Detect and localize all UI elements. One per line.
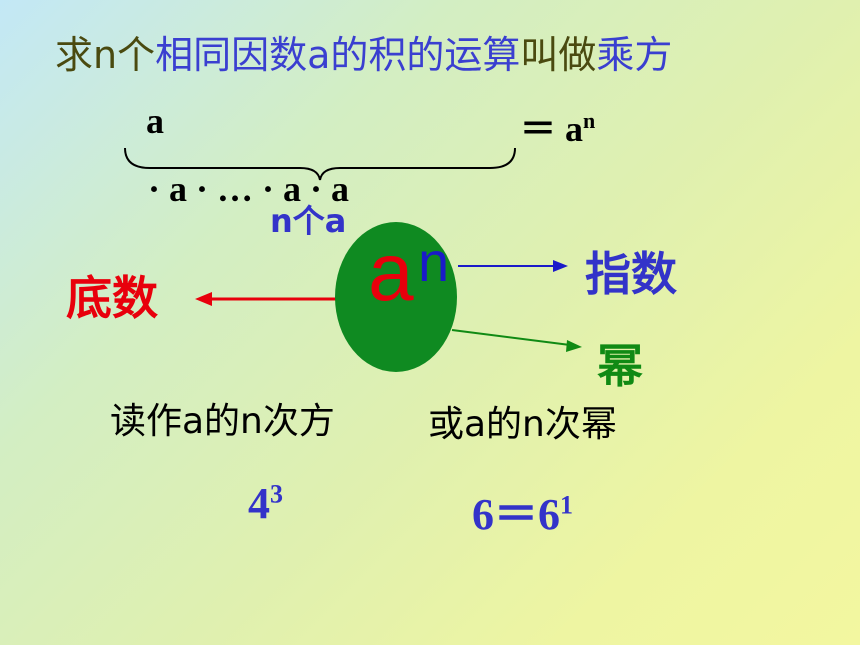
example-1-exp: 3 bbox=[270, 479, 283, 509]
example-2-exp: 1 bbox=[560, 490, 573, 520]
formula-product: · a · … · a · a bbox=[148, 169, 350, 209]
label-exponent: 指数 bbox=[585, 247, 677, 301]
power-circle bbox=[335, 222, 457, 372]
power-base: a bbox=[368, 227, 414, 318]
formula-result-base: a bbox=[565, 109, 584, 149]
formula-top-a: a bbox=[146, 101, 164, 141]
reading-2: 或a的n次幂 bbox=[428, 404, 617, 445]
formula-result: ＝ an bbox=[520, 100, 595, 152]
label-base: 底数 bbox=[66, 271, 158, 325]
example-2: 6＝61 bbox=[472, 478, 573, 542]
example-2-left: 6＝6 bbox=[472, 490, 560, 539]
title-part3: 叫做 bbox=[520, 33, 597, 77]
label-power: 幂 bbox=[597, 339, 643, 393]
power-exponent: n bbox=[418, 230, 450, 293]
title-part4: 乘方 bbox=[596, 33, 673, 77]
arrow-power-line bbox=[451, 329, 571, 346]
title-part2: 相同因数a的积的运算 bbox=[155, 33, 521, 77]
arrow-power-head bbox=[566, 340, 582, 352]
example-1-base: 4 bbox=[248, 479, 270, 528]
title: 求n个相同因数a的积的运算叫做乘方 bbox=[55, 30, 672, 80]
brace-label: n个a bbox=[270, 202, 347, 240]
example-1: 43 bbox=[248, 478, 283, 529]
arrow-exp-head bbox=[553, 260, 568, 272]
reading-1: 读作a的n次方 bbox=[110, 401, 335, 442]
formula-result-exp: n bbox=[583, 108, 596, 133]
title-part1: 求n个 bbox=[55, 33, 156, 77]
arrow-base-head bbox=[195, 292, 212, 306]
brace-shape bbox=[124, 147, 516, 181]
formula-equals: ＝ bbox=[520, 109, 557, 149]
